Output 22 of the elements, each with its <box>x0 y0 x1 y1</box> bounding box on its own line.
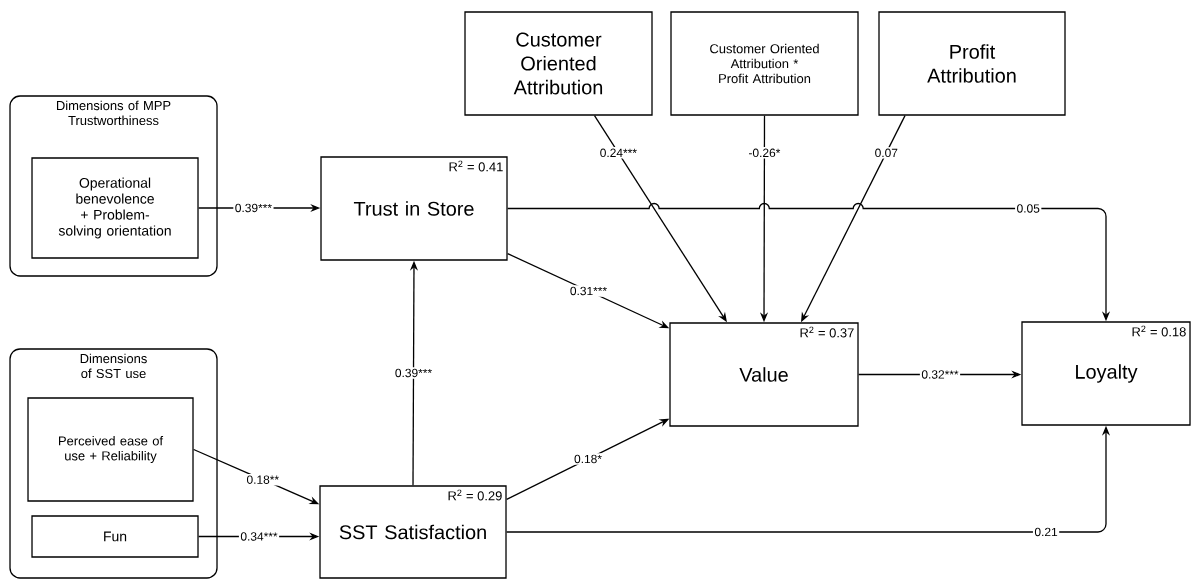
moderator-box: Customer Oriented Attribution <box>464 11 653 116</box>
edge-label: 0.21 <box>1032 526 1060 538</box>
r-squared-label: R$^{2}$ = 0.18 <box>1132 325 1186 337</box>
edge-label: -0.26* <box>746 147 782 159</box>
edge-label: 0.31*** <box>568 285 609 297</box>
r-squared-label: R$^{2}$ = 0.41 <box>449 160 503 172</box>
edge-label: 0.34*** <box>238 530 280 543</box>
r-squared-label: R$^{2}$ = 0.37 <box>800 326 854 338</box>
edge-label: 0.32*** <box>919 368 961 381</box>
indicator-box: Fun <box>31 515 199 558</box>
indicator-box: Operational benevolence + Problem-solving orientation <box>31 157 199 259</box>
edge-label: 0.07 <box>873 147 900 159</box>
r-squared-label: R$^{2}$ = 0.29 <box>448 489 502 501</box>
edge-label: 0.39*** <box>233 202 274 214</box>
edge-label: 0.05 <box>1015 202 1042 215</box>
moderator-box: Profit Attribution <box>878 11 1066 116</box>
edge-label: 0.24*** <box>598 147 639 159</box>
edge-label: 0.18* <box>572 453 604 465</box>
indicator-box: Perceived ease of use + Reliability <box>27 397 194 502</box>
edge-label: 0.39*** <box>393 367 434 379</box>
moderator-box: Customer Oriented Attribution * Profit Attribution <box>670 11 859 116</box>
edge-label: 0.18** <box>245 473 281 486</box>
